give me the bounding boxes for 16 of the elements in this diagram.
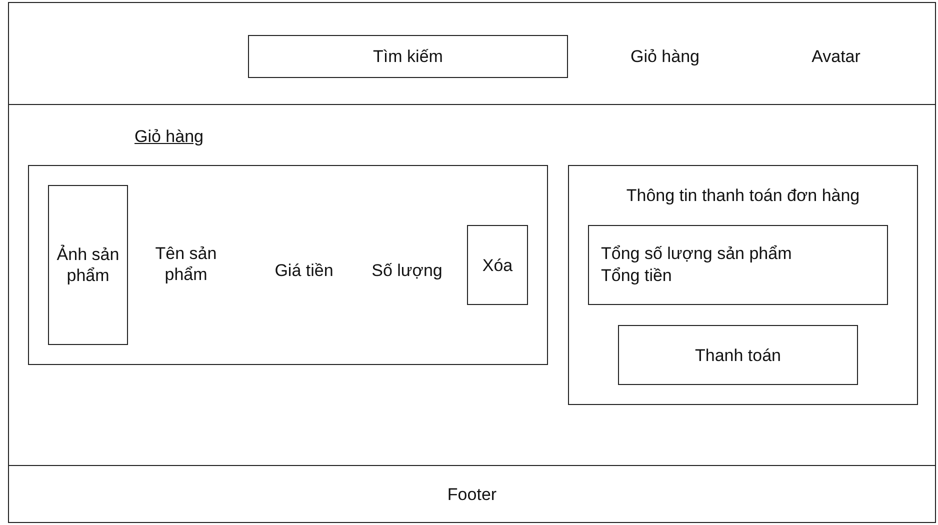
product-name-column: Tên sản phẩm: [138, 243, 234, 285]
price-column: Giá tiền: [264, 258, 344, 284]
avatar-placeholder-text: Avatar: [810, 46, 862, 68]
delete-button: Xóa: [467, 225, 528, 305]
order-summary-box: [588, 225, 888, 305]
summary-text: Tổng số lượng sản phẩm: [601, 243, 793, 265]
section-heading-link: Giỏ hàng: [134, 126, 204, 148]
summary-text: Tổng tiền: [601, 265, 673, 287]
payment-panel: [568, 165, 918, 405]
search-field: Tìm kiếm: [248, 35, 568, 78]
product-image-box: Ảnh sản phẩm: [48, 185, 128, 345]
cart-panel: [28, 165, 548, 365]
quantity-column: Số lượng: [352, 258, 462, 284]
pay-button: Thanh toán: [618, 325, 858, 385]
cart-nav-link: Giỏ hàng: [630, 46, 700, 68]
panel-heading: Thông tin thanh toán đơn hàng: [625, 185, 861, 207]
